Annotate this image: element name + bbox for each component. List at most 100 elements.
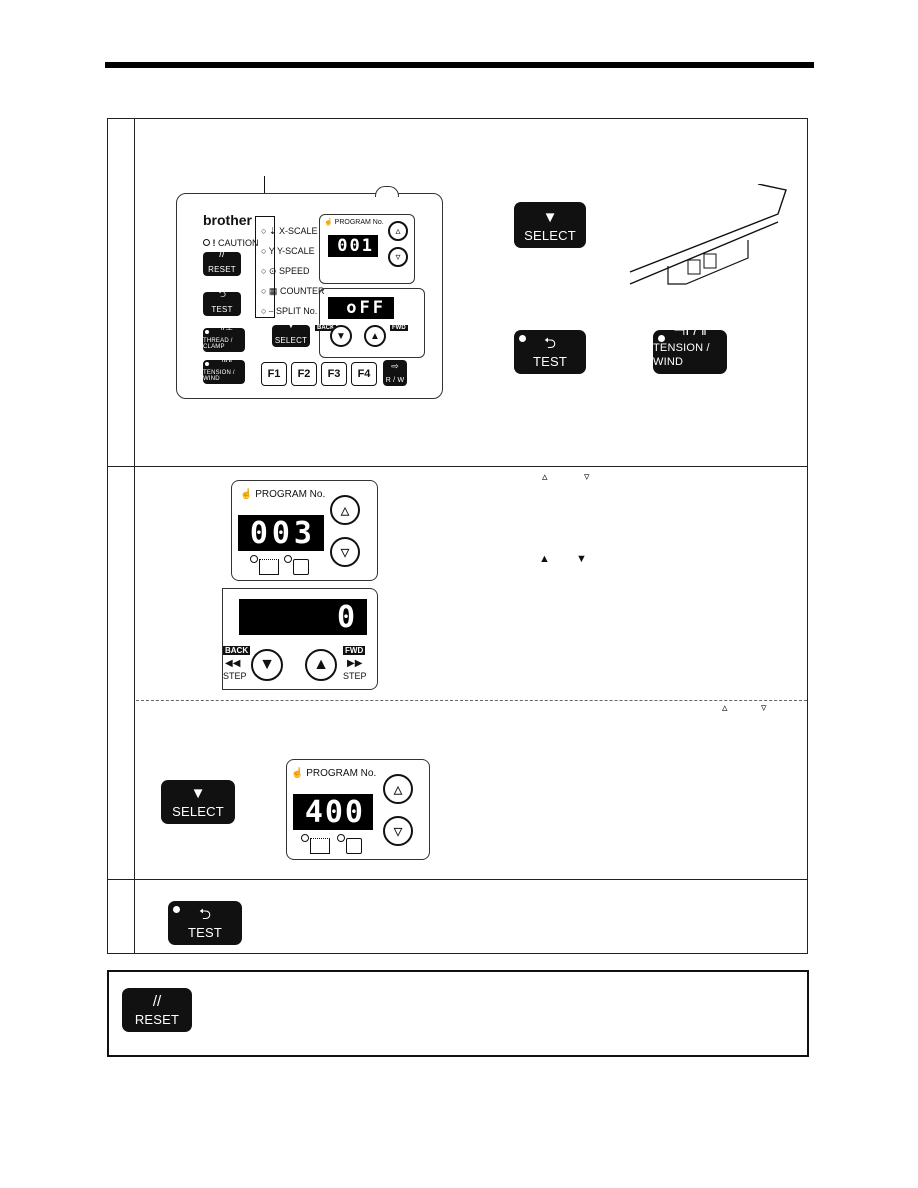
program-label-2: ☝ PROGRAM No. (291, 768, 377, 779)
back-label: BACK (223, 646, 251, 655)
led (205, 330, 209, 334)
note-box (107, 970, 809, 1057)
program-up-button[interactable]: ▵ (330, 495, 360, 525)
instruction-table (107, 118, 808, 954)
hand-pointer-icon: ☝ (240, 489, 253, 500)
led (205, 362, 209, 366)
return-icon: ⮌ (543, 335, 556, 352)
select-button-small[interactable]: ▼SELECT (272, 321, 310, 347)
led-indicator (337, 834, 345, 842)
program-down-button-2[interactable]: ▿ (383, 816, 413, 846)
program-label-small: ☝ PROGRAM No. (324, 219, 384, 226)
fwd-step-button[interactable]: ▲ (364, 325, 386, 347)
test-button-row3[interactable]: ⮌TEST (168, 901, 242, 945)
caution-label: ! CAUTION (203, 238, 259, 248)
select-button[interactable]: ▼SELECT (514, 202, 586, 248)
value-display-small: oFF (328, 297, 394, 319)
tension-wind-button-large[interactable]: ⊣Ì / ‖TENSION / WIND (653, 322, 727, 374)
select-button-2[interactable]: ▼SELECT (161, 780, 235, 824)
reset-icon: // (219, 249, 225, 260)
step-right-label: STEP (343, 671, 367, 681)
reset-icon: // (152, 993, 162, 1010)
tension-wind-icon: ⊣Ì / ‖ (673, 322, 707, 338)
arrow-icon: ⇨ (391, 361, 399, 371)
thread-clamp-icon: ⊣/⊥ (214, 322, 234, 332)
f1-key[interactable]: F1 (261, 362, 287, 386)
panel-tab (375, 186, 399, 197)
program-down-button[interactable]: ▿ (388, 247, 408, 267)
step-display: 0 (239, 599, 367, 635)
indicator-speed: ○ ⊙ SPEED (261, 266, 310, 276)
test-button[interactable]: ⮌TEST (203, 289, 241, 316)
fwd-step-label: FWD (390, 325, 408, 331)
machine-outline (629, 184, 787, 273)
program-label: ☝ PROGRAM No. (240, 489, 326, 500)
card-icon (259, 559, 279, 575)
test-button-large[interactable]: ⮌TEST (514, 330, 586, 374)
fwd-step-button[interactable]: ▲ (305, 649, 337, 681)
rewind-icon: ◀◀ (225, 658, 241, 669)
thread-clamp-button[interactable]: ⊣/⊥THREAD / CLAMP (203, 322, 245, 352)
machine-edge (629, 221, 779, 285)
program-up-button-2[interactable]: ▵ (383, 774, 413, 804)
reset-button[interactable]: //RESET (203, 249, 241, 276)
disk-icon (346, 838, 362, 854)
down-outline-triangle-icon-2: ▿ (761, 702, 767, 714)
down-triangle-icon: ▼ (190, 785, 206, 802)
brand-logo: brother (203, 212, 252, 228)
up-solid-triangle-icon: ▲ (539, 553, 550, 565)
disk-icon (293, 559, 309, 575)
reset-button-note[interactable]: //RESET (122, 988, 192, 1032)
program-down-button[interactable]: ▿ (330, 537, 360, 567)
program-panel-2: ☝ PROGRAM No. 400 ▵ ▿ (286, 759, 430, 860)
return-icon: ⮌ (217, 289, 226, 300)
down-outline-triangle-icon: ▿ (584, 471, 590, 483)
f3-key[interactable]: F3 (321, 362, 347, 386)
value-box-small: oFF ▼SELECT BACK ▼ ▲ FWD (272, 288, 425, 358)
f2-key[interactable]: F2 (291, 362, 317, 386)
indicator-bracket (255, 216, 275, 318)
switch-off (687, 259, 701, 275)
up-outline-triangle-icon-2: ▵ (722, 702, 728, 714)
led (173, 906, 180, 913)
led (658, 335, 665, 342)
card-icon (310, 838, 330, 854)
back-step-button[interactable]: ▼ (330, 325, 352, 347)
fwd-label: FWD (343, 646, 366, 655)
program-panel: ☝ PROGRAM No. 003 ▵ ▿ (231, 480, 378, 581)
top-rule (105, 62, 814, 68)
program-display: 003 (238, 515, 324, 551)
return-icon: ⮌ (198, 906, 211, 923)
indicator-y-scale: ○ Y Y-SCALE (261, 246, 315, 256)
row-divider-1 (108, 466, 807, 467)
f4-key[interactable]: F4 (351, 362, 377, 386)
tension-wind-button[interactable]: ⊣Ì/‖TENSION / WIND (203, 354, 245, 384)
up-outline-triangle-icon: ▵ (542, 471, 548, 483)
rw-button[interactable]: ⇨R / W (383, 360, 407, 386)
down-triangle-icon: ▼ (542, 209, 558, 226)
tension-wind-icon: ⊣Ì/‖ (215, 354, 233, 364)
step-column-divider (134, 119, 135, 953)
fast-forward-icon: ▶▶ (347, 658, 363, 669)
switch-on (703, 253, 717, 269)
operation-panel: brother ! CAUTION //RESET ⮌TEST ⊣/⊥THREA… (176, 186, 443, 399)
back-step-button[interactable]: ▼ (251, 649, 283, 681)
down-triangle-icon: ▼ (287, 321, 295, 330)
indicator-split: ○ ⎯ SPLIT No. (261, 306, 318, 316)
indicator-list: ○ ⇣ X-SCALE ○ Y Y-SCALE ○ ⊙ SPEED ○ ▦ CO… (261, 226, 324, 326)
hand-pointer-icon: ☝ (291, 768, 304, 779)
program-box-small: ☝ PROGRAM No. 001 ▵ ▿ (319, 214, 415, 284)
led-indicator (250, 555, 258, 563)
indicator-counter: ○ ▦ COUNTER (261, 286, 325, 296)
program-display-small: 001 (328, 235, 378, 257)
machine-illustration (629, 184, 787, 285)
back-step-label: BACK (315, 325, 337, 331)
led (519, 335, 526, 342)
row-divider-2 (108, 879, 807, 880)
led-indicator (301, 834, 309, 842)
step-panel: 0 BACK ◀◀ STEP ▼ ▲ FWD ▶▶ STEP (222, 588, 378, 690)
step-left-label: STEP (223, 671, 247, 681)
row-divider-dashed (136, 700, 807, 701)
switch-housing (667, 240, 749, 285)
program-up-button[interactable]: ▵ (388, 221, 408, 241)
